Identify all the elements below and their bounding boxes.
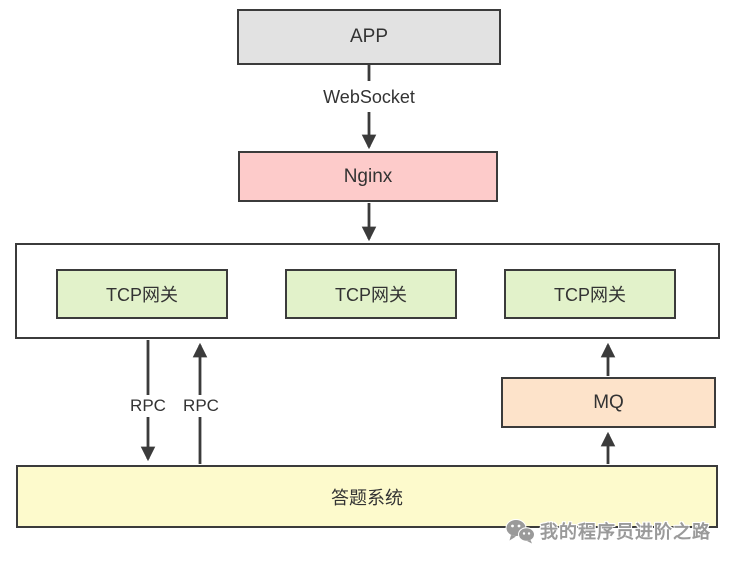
- node-nginx-label: Nginx: [343, 165, 393, 187]
- node-app-label: APP: [349, 26, 389, 47]
- watermark-text: 我的程序员进阶之路: [540, 522, 711, 542]
- node-app: APP: [237, 9, 501, 65]
- node-nginx: Nginx: [238, 151, 498, 202]
- node-answer-system-label: 答题系统: [331, 487, 403, 508]
- watermark: 我的程序员进阶之路: [505, 518, 711, 544]
- node-tcp-gateway-1: TCP网关: [56, 269, 228, 319]
- websocket-edge-label: WebSocket: [285, 86, 453, 108]
- node-tcp-gateway-2: TCP网关: [285, 269, 457, 319]
- node-tcp-gateway-1-label: TCP网关: [106, 285, 178, 305]
- wechat-icon: [505, 519, 535, 544]
- node-tcp-gateway-2-label: TCP网关: [335, 285, 407, 305]
- rpc-up-edge-label: RPC: [179, 395, 223, 417]
- node-tcp-gateway-3: TCP网关: [504, 269, 676, 319]
- node-mq-label: MQ: [593, 391, 624, 413]
- gateway-cluster: TCP网关 TCP网关 TCP网关: [15, 243, 720, 339]
- node-answer-system: 答题系统: [16, 465, 718, 528]
- node-tcp-gateway-3-label: TCP网关: [554, 285, 626, 305]
- node-mq: MQ: [501, 377, 716, 428]
- rpc-down-edge-label: RPC: [126, 395, 170, 417]
